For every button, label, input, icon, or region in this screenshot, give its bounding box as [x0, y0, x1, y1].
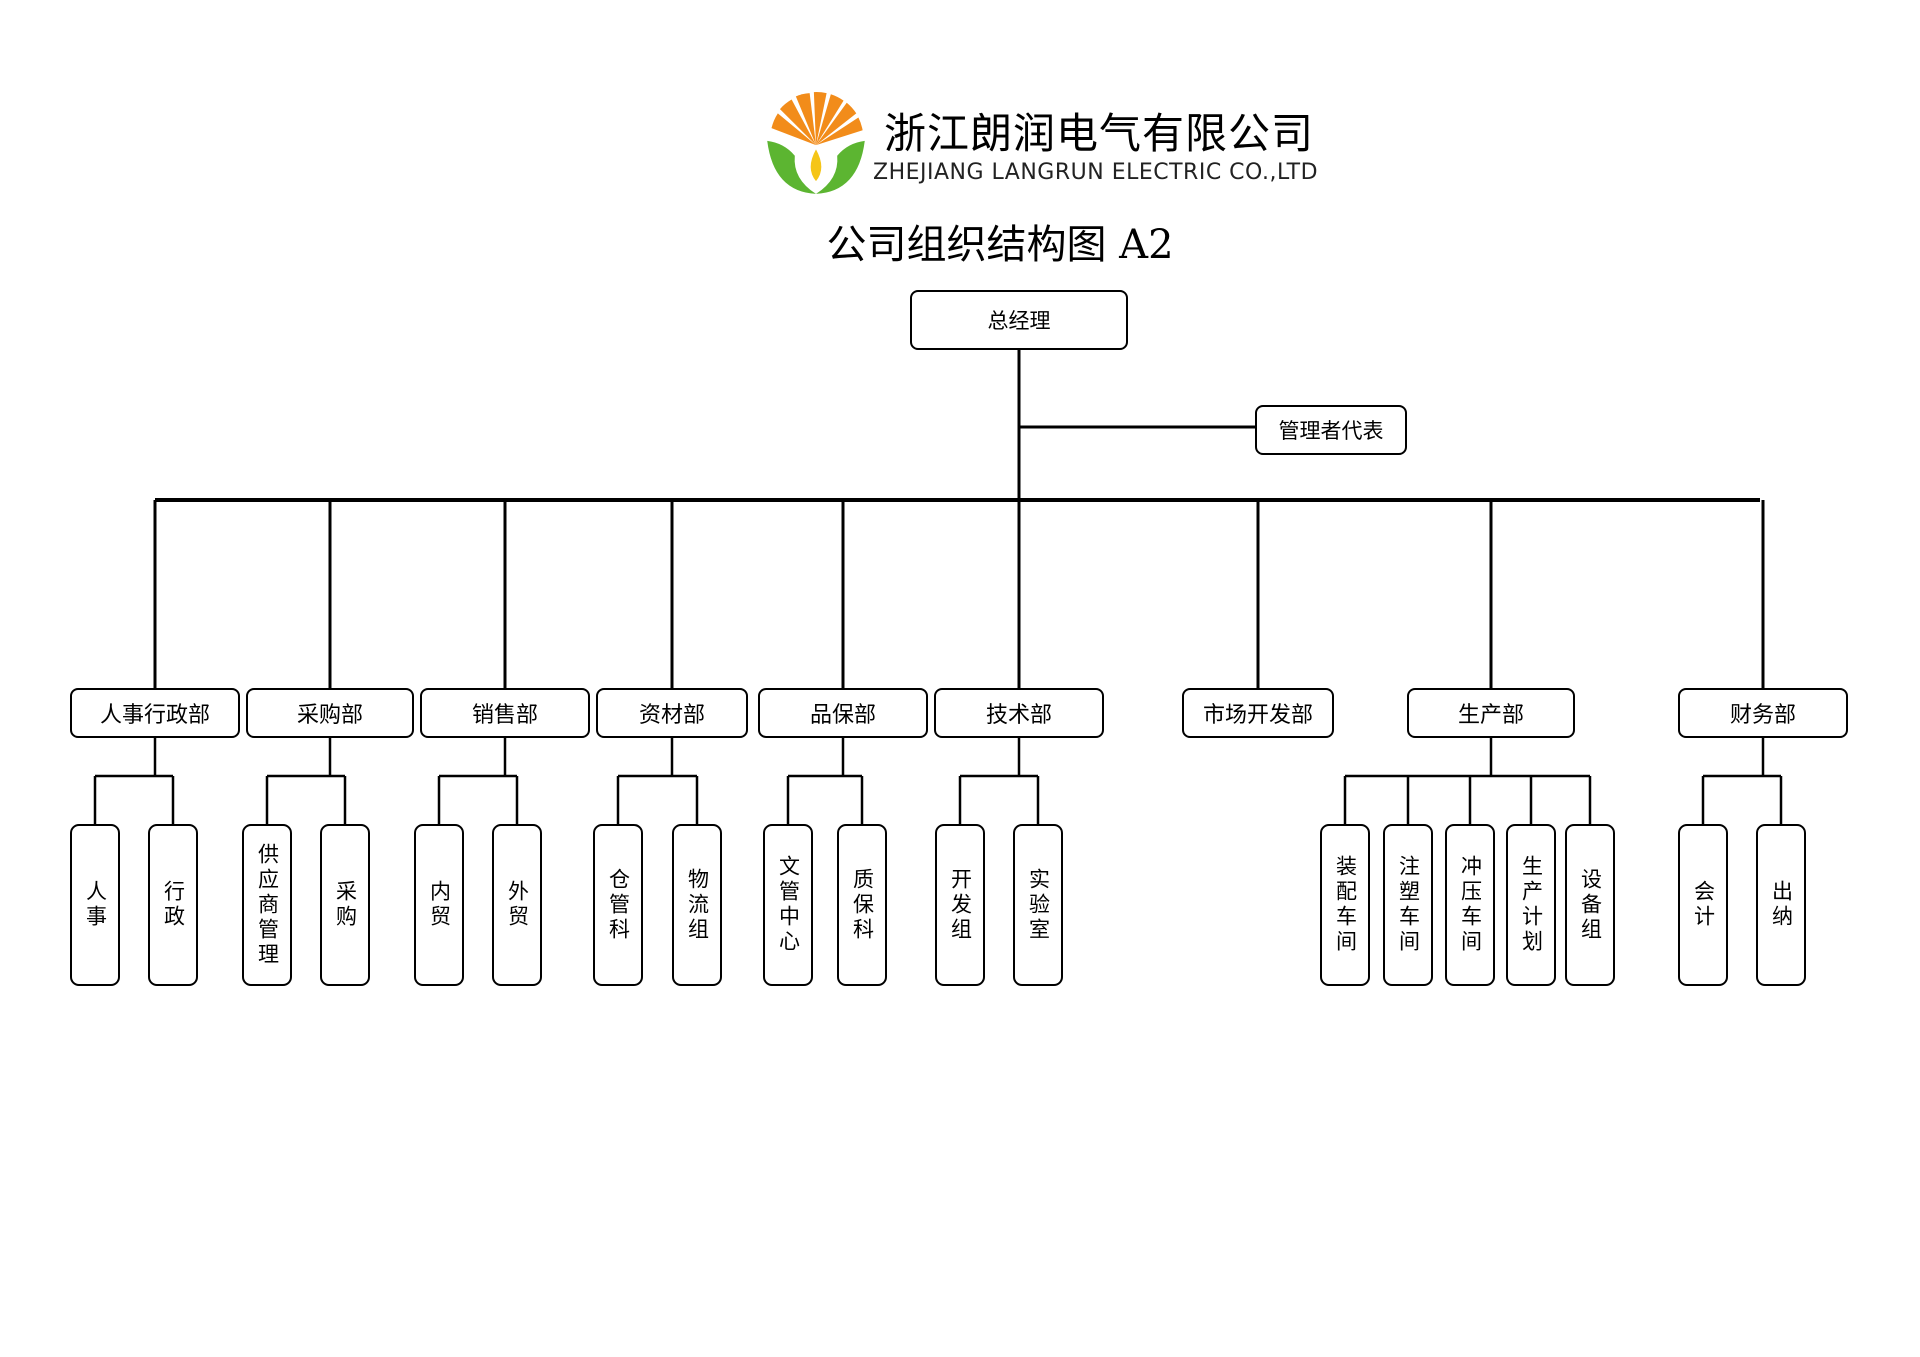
department-box-8-unit-4-label: 生产计划 — [1519, 855, 1544, 955]
department-box-3-unit-2-label: 外贸 — [505, 880, 530, 930]
department-box-8-label: 生产部 — [1457, 703, 1524, 728]
department-box-1-label: 人事行政部 — [99, 703, 210, 728]
department-box-8-unit-2-label: 注塑车间 — [1396, 855, 1421, 955]
department-box-8-unit-3-label: 冲压车间 — [1458, 855, 1483, 955]
department-box-1: 人事行政部 — [70, 688, 240, 738]
department-box-9-unit-2: 出纳 — [1756, 824, 1806, 986]
department-box-5-unit-2-label: 质保科 — [850, 867, 875, 943]
department-box-3-label: 销售部 — [471, 703, 538, 728]
department-box-8-unit-5: 设备组 — [1565, 824, 1615, 986]
management-representative-box-label: 管理者代表 — [1278, 419, 1384, 443]
department-box-4-label: 资材部 — [638, 703, 705, 728]
department-box-4-unit-2: 物流组 — [672, 824, 722, 986]
department-box-1-unit-1-label: 人事 — [83, 880, 108, 930]
langrun-logo-icon — [767, 92, 865, 194]
department-box-8: 生产部 — [1407, 688, 1575, 738]
department-box-1-unit-2: 行政 — [148, 824, 198, 986]
management-representative-box: 管理者代表 — [1255, 405, 1407, 455]
department-box-6-unit-1-label: 开发组 — [948, 867, 973, 943]
department-box-2-unit-1-label: 供应商管理 — [255, 842, 280, 968]
department-box-7: 市场开发部 — [1182, 688, 1334, 738]
department-box-3: 销售部 — [420, 688, 590, 738]
department-box-2-label: 采购部 — [296, 703, 363, 728]
department-box-5-label: 品保部 — [809, 703, 876, 728]
department-box-3-unit-2: 外贸 — [492, 824, 542, 986]
department-box-9: 财务部 — [1678, 688, 1848, 738]
department-box-5: 品保部 — [758, 688, 928, 738]
department-box-3-unit-1: 内贸 — [414, 824, 464, 986]
department-box-5-unit-2: 质保科 — [837, 824, 887, 986]
department-box-6-unit-2-label: 实验室 — [1026, 867, 1051, 943]
department-box-8-unit-4: 生产计划 — [1506, 824, 1556, 986]
department-box-4: 资材部 — [596, 688, 748, 738]
department-box-9-unit-1: 会计 — [1678, 824, 1728, 986]
department-box-5-unit-1: 文管中心 — [763, 824, 813, 986]
department-box-4-unit-1-label: 仓管科 — [606, 867, 631, 943]
department-box-8-unit-2: 注塑车间 — [1383, 824, 1433, 986]
department-box-9-unit-1-label: 会计 — [1691, 880, 1716, 930]
department-box-3-unit-1-label: 内贸 — [427, 880, 452, 930]
department-box-4-unit-1: 仓管科 — [593, 824, 643, 986]
department-box-2-unit-1: 供应商管理 — [242, 824, 292, 986]
company-name-cn: 浙江朗润电气有限公司 — [884, 109, 1315, 158]
department-box-8-unit-3: 冲压车间 — [1445, 824, 1495, 986]
department-box-1-unit-2-label: 行政 — [161, 880, 186, 930]
department-box-6: 技术部 — [934, 688, 1104, 738]
chart-title: 公司组织结构图 A2 — [826, 222, 1174, 268]
department-box-2: 采购部 — [246, 688, 414, 738]
general-manager-box: 总经理 — [910, 290, 1128, 350]
department-box-8-unit-1-label: 装配车间 — [1333, 855, 1358, 955]
department-box-5-unit-1-label: 文管中心 — [776, 855, 801, 955]
department-box-6-unit-2: 实验室 — [1013, 824, 1063, 986]
department-box-8-unit-1: 装配车间 — [1320, 824, 1370, 986]
general-manager-box-label: 总经理 — [987, 309, 1051, 333]
department-box-1-unit-1: 人事 — [70, 824, 120, 986]
department-box-2-unit-2: 采购 — [320, 824, 370, 986]
department-box-4-unit-2-label: 物流组 — [685, 867, 710, 943]
company-name-en: ZHEJIANG LANGRUN ELECTRIC CO.,LTD — [873, 160, 1319, 185]
department-box-6-label: 技术部 — [985, 703, 1052, 728]
document-header: 浙江朗润电气有限公司 ZHEJIANG LANGRUN ELECTRIC CO.… — [0, 0, 1920, 280]
department-box-9-unit-2-label: 出纳 — [1769, 880, 1794, 930]
department-box-7-label: 市场开发部 — [1202, 703, 1313, 728]
department-box-6-unit-1: 开发组 — [935, 824, 985, 986]
department-box-8-unit-5-label: 设备组 — [1578, 867, 1603, 943]
department-box-2-unit-2-label: 采购 — [333, 880, 358, 930]
department-box-9-label: 财务部 — [1729, 703, 1796, 728]
